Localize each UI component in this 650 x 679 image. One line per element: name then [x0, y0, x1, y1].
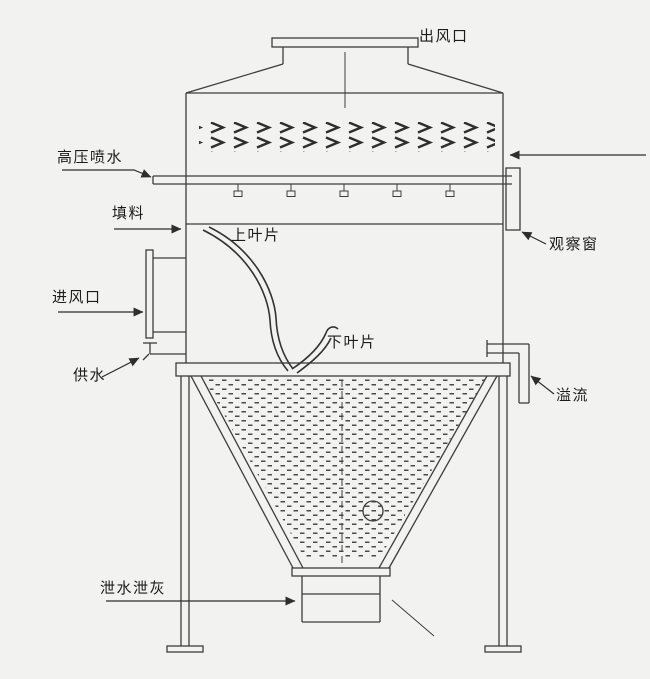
label-high-pressure-spray: 高压喷水 [57, 149, 124, 166]
overflow-pipe [486, 340, 530, 404]
water-surface-band [175, 362, 511, 377]
label-observation-window: 观察窗 [549, 236, 599, 253]
right-foot-plate [484, 645, 522, 653]
annotation-arrows [58, 150, 646, 606]
label-lower-blade: 下叶片 [327, 334, 377, 351]
discharge-spout [291, 567, 435, 637]
water-supply-valve [142, 342, 186, 361]
spray-leader-arrow [62, 169, 152, 178]
upper-blade-curve [202, 226, 294, 372]
label-packing: 填料 [112, 205, 146, 222]
water-supply-arrow [101, 357, 140, 378]
spout-leader-line [391, 599, 435, 637]
label-outlet: 出风口 [419, 28, 469, 45]
label-air-inlet: 进风口 [52, 289, 102, 306]
spray-nozzles [233, 184, 455, 197]
tower-body [185, 93, 504, 363]
label-overflow: 溢流 [556, 387, 590, 404]
outlet-duct [185, 37, 504, 108]
observation-window [505, 167, 521, 231]
hopper-port-circle [362, 500, 384, 522]
window-leader-arrow [521, 231, 547, 245]
hopper [190, 375, 498, 569]
lower-blade-curve [291, 326, 339, 374]
air-inlet-duct [145, 249, 186, 339]
label-upper-blade: 上叶片 [231, 227, 281, 244]
label-drain: 泄水泄灰 [100, 580, 167, 597]
overflow-arrow [530, 375, 555, 395]
demister-chevrons [199, 122, 495, 152]
label-water-supply: 供水 [73, 367, 107, 384]
left-foot-plate [166, 645, 204, 653]
spray-pipe [152, 175, 512, 197]
